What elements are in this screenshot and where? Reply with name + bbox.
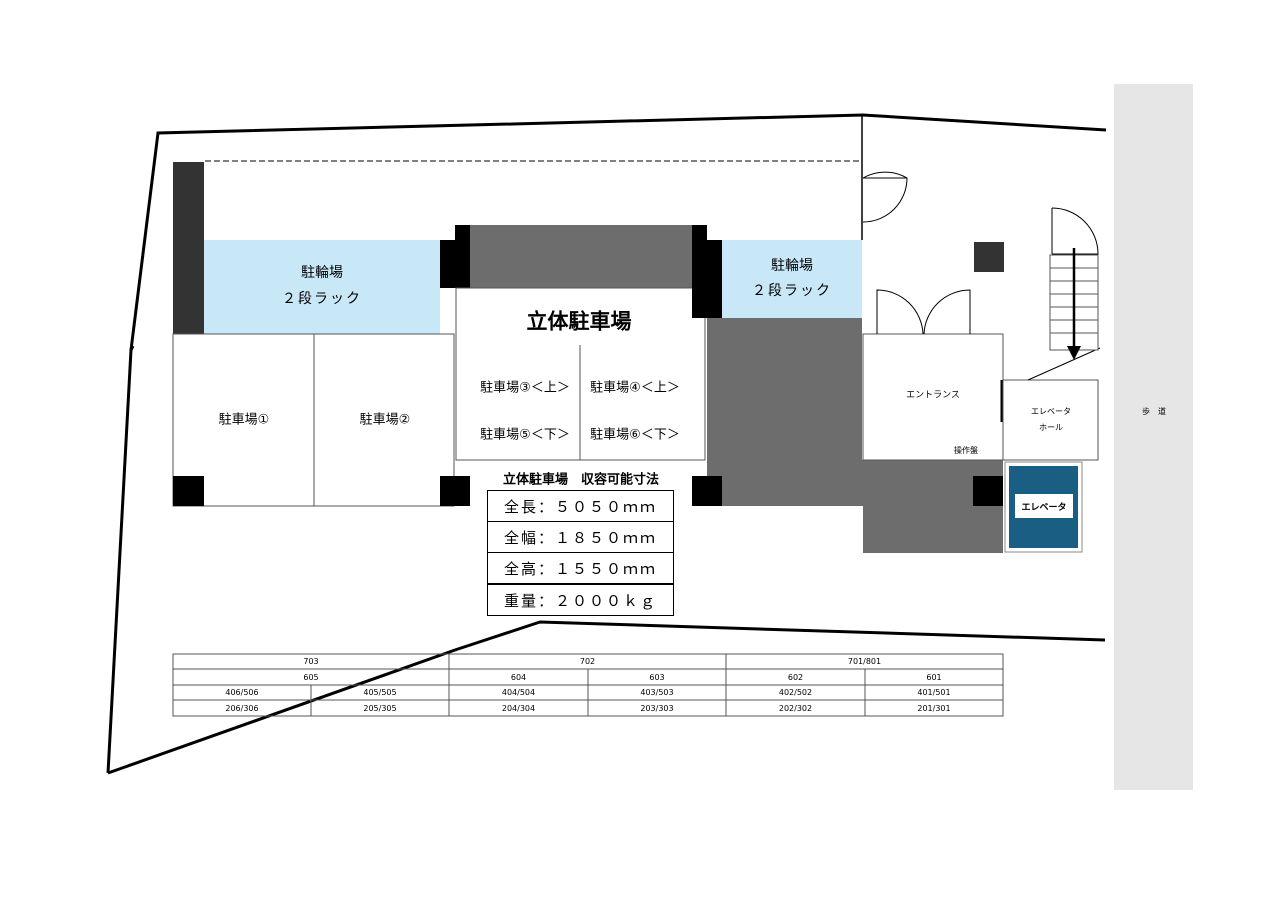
parking-1-label: 駐車場① [218, 412, 270, 428]
control-panel-label: 操作盤 [954, 446, 978, 455]
entrance-label: エントランス [906, 390, 960, 401]
sidewalk-label: 歩 道 [1142, 407, 1166, 416]
bike-rack-right [722, 240, 862, 318]
parking-2-label: 駐車場② [359, 412, 411, 428]
stair-arrow-head [1067, 346, 1081, 360]
spec-title: 立体駐車場 収容可能寸法 [502, 472, 660, 488]
spec-height: 全高：１５５０ｍｍ [487, 552, 674, 584]
bike-rack-right-title: 駐輪場 [771, 258, 813, 274]
dark-square [974, 242, 1004, 272]
unit-table-grid [172, 653, 1004, 717]
unit-cell: 701/801 [847, 657, 882, 666]
unit-cell: 604 [510, 672, 527, 682]
unit-cell: 605 [303, 672, 319, 682]
drive-aisle [707, 318, 1003, 553]
unit-cell: 206/306 [225, 703, 259, 713]
parking-1-space [172, 333, 315, 507]
stair-door-arc [1051, 207, 1099, 255]
mechanical-parking-title: 立体駐車場 [526, 309, 632, 334]
elevator-hall-label-1: エレベータ [1031, 407, 1071, 416]
site-boundary-bottom [107, 620, 1106, 775]
column-black-8 [973, 476, 1003, 506]
boundary-notch [129, 345, 135, 351]
unit-cell: 401/501 [917, 688, 951, 697]
spec-width: 全幅：１８５０ｍｍ [487, 521, 674, 553]
unit-cell: 602 [787, 672, 804, 682]
unit-cell: 404/504 [501, 688, 536, 697]
stair-diagonal [1027, 347, 1101, 381]
column-black-3 [440, 476, 470, 506]
door-arc-gate [862, 171, 908, 223]
column-black-7 [692, 476, 722, 506]
mechanical-parking-roof [470, 225, 692, 288]
bike-rack-left-title: 駐輪場 [301, 265, 343, 281]
unit-cell: 204/304 [501, 703, 536, 713]
unit-cell: 703 [303, 657, 319, 666]
spec-length: 全長：５０５０ｍｍ [487, 490, 674, 522]
parking-5-label: 駐車場⑤＜下＞ [480, 427, 570, 443]
elevator-hall-label-2: ホール [1039, 423, 1063, 432]
site-boundary [106, 113, 1107, 774]
unit-cell: 201/301 [917, 703, 951, 713]
door-arc-entrance-right [923, 289, 971, 335]
elevator-hall [1002, 379, 1099, 461]
bike-rack-left [204, 240, 440, 334]
left-wall-column [173, 162, 204, 334]
bike-rack-right-sub: ２段ラック [752, 283, 832, 299]
unit-cell: 205/305 [363, 703, 397, 713]
unit-cell: 202/302 [778, 703, 813, 713]
column-black-2 [173, 476, 204, 506]
spec-weight: 重量：２０００ｋｇ [487, 584, 674, 616]
unit-cell: 603 [649, 672, 665, 682]
unit-cell: 203/303 [640, 703, 674, 713]
sidewalk-strip [1114, 84, 1193, 790]
entrance-room [862, 333, 1004, 461]
unit-cell: 405/505 [363, 688, 397, 697]
column-black-6 [692, 240, 722, 318]
parking-6-label: 駐車場⑥＜下＞ [590, 427, 680, 443]
unit-cell: 402/502 [778, 688, 813, 697]
parking-2-space [313, 333, 455, 507]
unit-cell: 406/506 [225, 688, 259, 697]
elevator-label: エレベータ [1015, 494, 1073, 518]
unit-cell: 403/503 [640, 688, 674, 697]
door-arc-entrance-left [876, 289, 924, 335]
column-black-4 [455, 225, 470, 288]
unit-cell: 601 [926, 672, 942, 682]
bike-rack-left-sub: ２段ラック [282, 291, 362, 307]
parking-3-label: 駐車場③＜上＞ [480, 380, 570, 396]
unit-cell: 702 [579, 657, 596, 666]
parking-4-label: 駐車場④＜上＞ [590, 380, 680, 396]
